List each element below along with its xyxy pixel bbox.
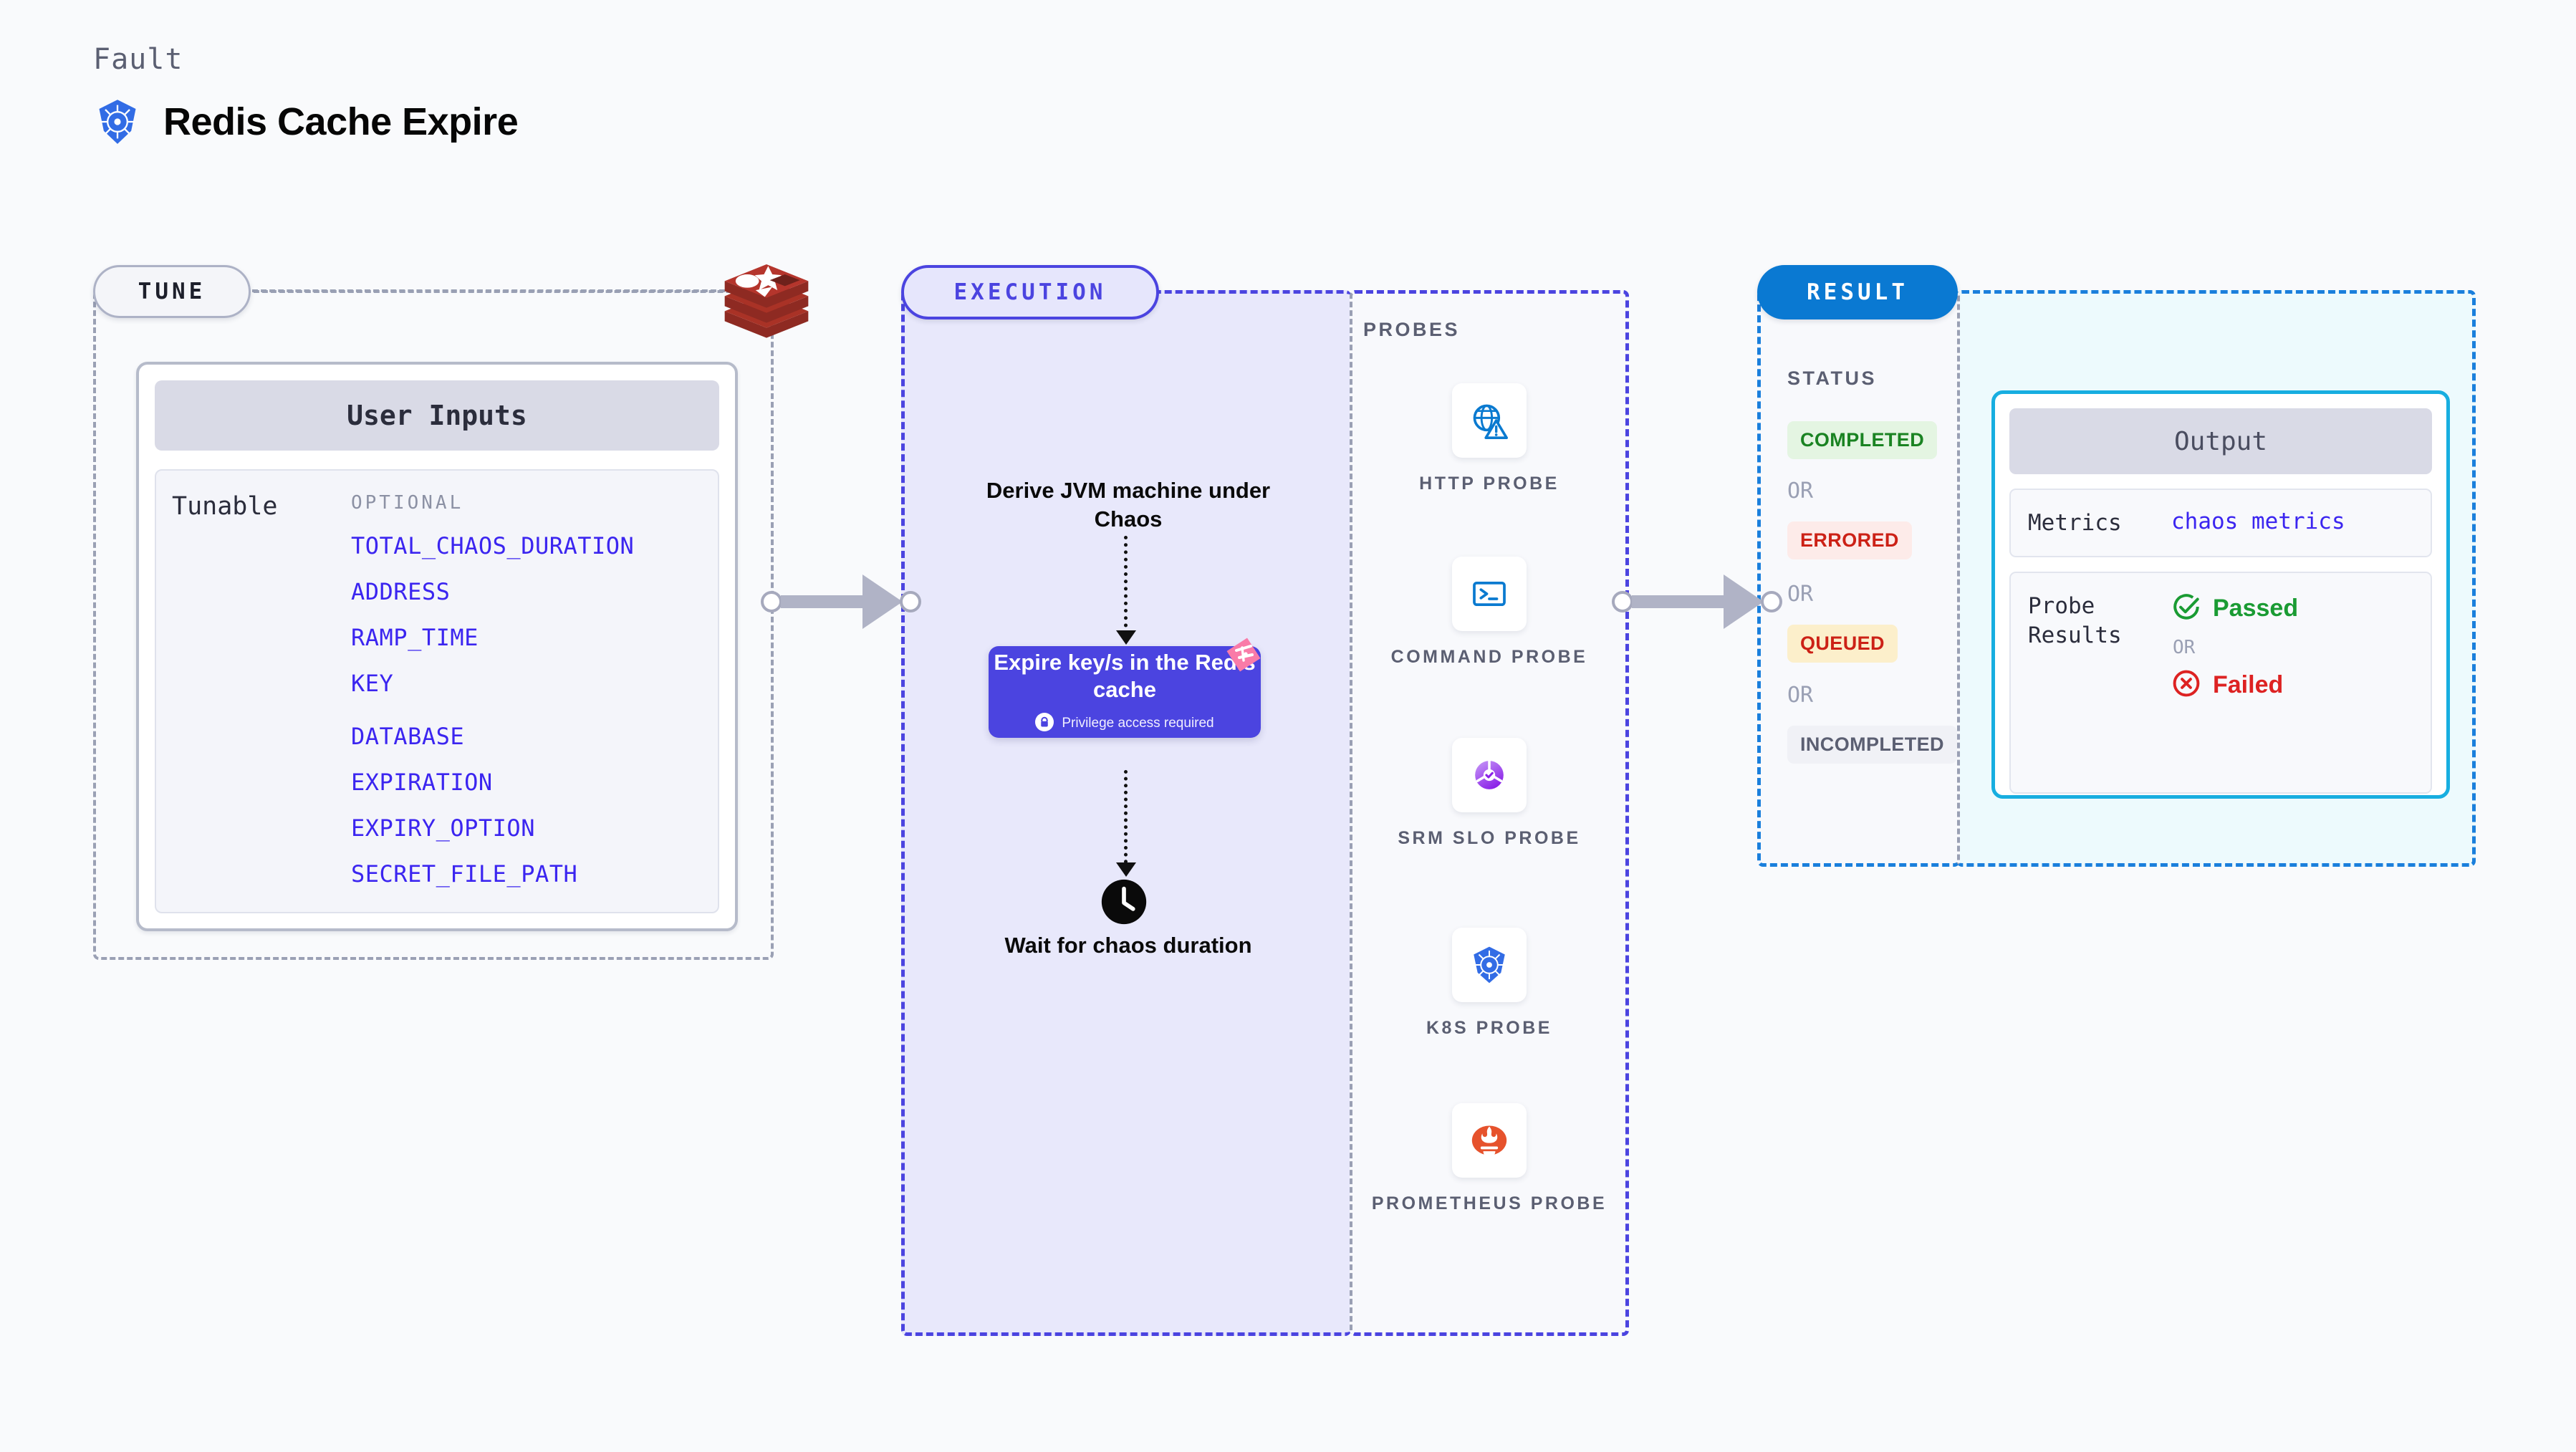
arrow-shaft: [1632, 595, 1725, 608]
probe-results-label: Probe Results: [2028, 593, 2122, 648]
execution-step-wait: Wait for chaos duration: [1004, 933, 1252, 958]
x-circle-icon: [2171, 668, 2201, 702]
probes-to-result-arrow: [1612, 574, 1782, 629]
probe-results-row: Probe Results Passed OR: [2009, 572, 2432, 794]
execution-stage-badge[interactable]: EXECUTION: [901, 265, 1159, 319]
tunable-params-list: OPTIONAL TOTAL_CHAOS_DURATION ADDRESS RA…: [351, 492, 634, 912]
flow-arrowhead-2: [1116, 862, 1136, 877]
page-title: Redis Cache Expire: [163, 100, 519, 143]
arrow-end-dot: [900, 591, 921, 612]
probe-caption: COMMAND PROBE: [1390, 647, 1588, 667]
probe-caption: SRM SLO PROBE: [1398, 828, 1581, 848]
tune-to-execution-arrow: [761, 574, 921, 629]
optional-label: OPTIONAL: [351, 492, 464, 514]
status-badge-incompleted: INCOMPLETED: [1787, 726, 1957, 764]
tunable-panel: Tunable OPTIONAL TOTAL_CHAOS_DURATION AD…: [155, 469, 719, 913]
or-separator: OR: [1787, 479, 1814, 504]
probe-results-values: Passed OR Failed: [2171, 592, 2298, 702]
probe-caption: HTTP PROBE: [1419, 473, 1559, 494]
clock-icon: [1100, 878, 1148, 926]
privilege-badge: Privilege access required: [1035, 712, 1214, 735]
tunable-group-label: Tunable: [172, 492, 278, 521]
status-badge-completed: COMPLETED: [1787, 421, 1938, 459]
probe-caption: K8S PROBE: [1426, 1018, 1552, 1038]
privilege-text: Privilege access required: [1062, 716, 1214, 731]
result-passed: Passed: [2171, 592, 2298, 625]
arrow-end-dot: [1761, 591, 1782, 612]
metrics-row: Metrics chaos metrics: [2009, 489, 2432, 558]
arrow-head: [1724, 574, 1764, 629]
user-inputs-header: User Inputs: [155, 380, 719, 451]
probe-prometheus[interactable]: PROMETHEUS PROBE: [1350, 1103, 1629, 1216]
terminal-icon: [1452, 557, 1527, 631]
tunable-param[interactable]: ADDRESS: [351, 578, 451, 605]
output-card: Output Metrics chaos metrics Probe Resul…: [1991, 390, 2450, 799]
probes-label: PROBES: [1363, 319, 1461, 340]
or-separator: OR: [1787, 683, 1814, 708]
flow-connector-2: [1124, 770, 1128, 870]
metrics-label: Metrics: [2028, 510, 2122, 536]
passed-label: Passed: [2213, 595, 2299, 622]
status-badge-queued: QUEUED: [1787, 625, 1898, 663]
execution-step-derive: Derive JVM machine under Chaos: [986, 478, 1271, 532]
flow-arrowhead-1: [1116, 630, 1136, 645]
tunable-param[interactable]: EXPIRATION: [351, 769, 493, 796]
tune-stage-badge[interactable]: TUNE: [93, 265, 251, 318]
status-badge-errored: ERRORED: [1787, 521, 1912, 559]
tunable-param[interactable]: KEY: [351, 670, 394, 697]
or-separator: OR: [2173, 637, 2196, 659]
arrow-shaft: [781, 595, 864, 608]
tunable-param[interactable]: RAMP_TIME: [351, 624, 479, 651]
lock-icon: [1035, 712, 1054, 735]
or-separator: OR: [1787, 582, 1814, 607]
user-inputs-card: User Inputs Tunable OPTIONAL TOTAL_CHAOS…: [136, 362, 738, 931]
failed-label: Failed: [2213, 671, 2284, 699]
probe-caption: PROMETHEUS PROBE: [1371, 1193, 1607, 1213]
arrow-head: [862, 574, 903, 629]
action-card-title: Expire key/s in the Redis cache: [994, 650, 1256, 702]
kubernetes-icon: [1452, 928, 1527, 1002]
probe-http[interactable]: HTTP PROBE: [1350, 383, 1629, 496]
tunable-param[interactable]: EXPIRY_OPTION: [351, 814, 535, 842]
tunable-param[interactable]: DATABASE: [351, 723, 465, 750]
harness-ribbon-icon: [1222, 633, 1264, 675]
probe-srm-slo[interactable]: SRM SLO PROBE: [1350, 738, 1629, 850]
tunable-param[interactable]: TOTAL_CHAOS_DURATION: [351, 532, 635, 559]
check-circle-icon: [2171, 592, 2201, 625]
arrow-start-dot: [761, 591, 782, 612]
arrow-start-dot: [1612, 591, 1633, 612]
probe-command[interactable]: COMMAND PROBE: [1350, 557, 1629, 669]
globe-warning-icon: [1452, 383, 1527, 458]
flow-connector-1: [1124, 536, 1128, 642]
probe-k8s[interactable]: K8S PROBE: [1350, 928, 1629, 1040]
output-header: Output: [2009, 408, 2432, 474]
redis-logo: [716, 249, 817, 350]
status-label: STATUS: [1787, 367, 1877, 389]
title-row: Redis Cache Expire: [93, 97, 519, 146]
eyebrow-label: Fault: [93, 43, 183, 76]
metrics-value[interactable]: chaos metrics: [2171, 509, 2345, 534]
prometheus-icon: [1452, 1103, 1527, 1178]
execution-action-card[interactable]: Expire key/s in the Redis cache Privileg…: [989, 646, 1261, 738]
tune-redis-connector: [252, 289, 725, 292]
srm-slo-icon: [1452, 738, 1527, 812]
page-header: Fault Redis Cache Expire: [93, 43, 519, 146]
result-stage-badge[interactable]: RESULT: [1757, 265, 1958, 319]
result-failed: Failed: [2171, 668, 2298, 702]
kubernetes-icon: [93, 97, 142, 146]
tunable-param[interactable]: SECRET_FILE_PATH: [351, 860, 578, 888]
